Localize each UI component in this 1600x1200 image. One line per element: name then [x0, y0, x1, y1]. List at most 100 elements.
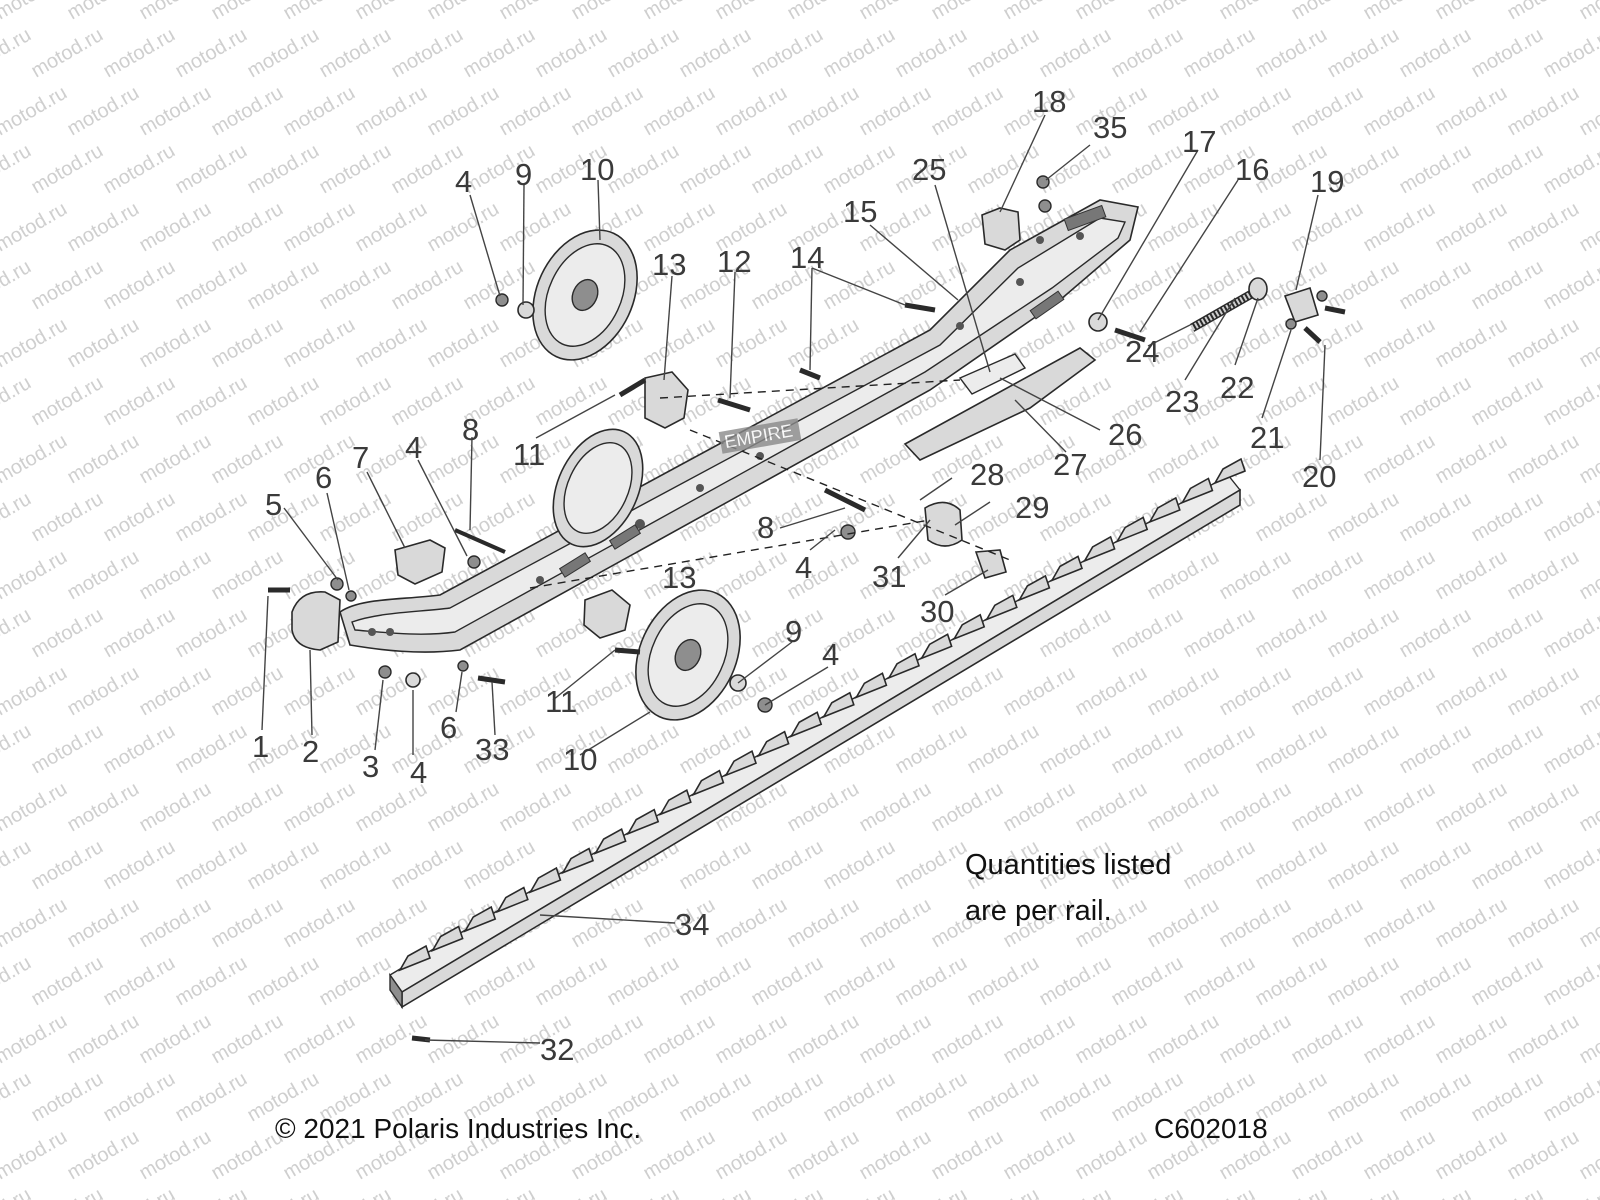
- watermark-text: motod.ru: [676, 1184, 755, 1200]
- watermark-text: motod.ru: [0, 720, 35, 779]
- watermark-text: motod.ru: [352, 0, 431, 24]
- watermark-text: motod.ru: [1540, 140, 1600, 199]
- watermark-text: motod.ru: [100, 372, 179, 431]
- watermark-text: motod.ru: [1576, 314, 1600, 373]
- watermark-text: motod.ru: [748, 836, 827, 895]
- watermark-text: motod.ru: [28, 1068, 107, 1127]
- callout-8-upper: 8: [462, 412, 479, 447]
- watermark-text: motod.ru: [856, 1126, 935, 1185]
- watermark-text: motod.ru: [1504, 1010, 1583, 1069]
- watermark-text: motod.ru: [316, 836, 395, 895]
- watermark-text: motod.ru: [100, 1068, 179, 1127]
- watermark-text: motod.ru: [856, 1010, 935, 1069]
- watermark-text: motod.ru: [208, 778, 287, 837]
- watermark-text: motod.ru: [0, 1010, 71, 1069]
- watermark-text: motod.ru: [280, 0, 359, 24]
- watermark-text: motod.ru: [1324, 1184, 1403, 1200]
- watermark-text: motod.ru: [1540, 836, 1600, 895]
- watermark-text: motod.ru: [1216, 662, 1295, 721]
- watermark-text: motod.ru: [784, 0, 863, 24]
- rail-tooth: [789, 711, 823, 738]
- callout-11-upper: 11: [513, 437, 545, 472]
- watermark-text: motod.ru: [568, 1010, 647, 1069]
- watermark-text: motod.ru: [1180, 604, 1259, 663]
- watermark-text: motod.ru: [1468, 256, 1547, 315]
- callout-1: 1: [252, 729, 269, 764]
- watermark-text: motod.ru: [1324, 952, 1403, 1011]
- bumper-7: [394, 539, 446, 585]
- watermark-text: motod.ru: [1252, 488, 1331, 547]
- watermark-text: motod.ru: [1540, 952, 1600, 1011]
- watermark-text: motod.ru: [1000, 778, 1079, 837]
- watermark-text: motod.ru: [208, 82, 287, 141]
- callout-29: 29: [1015, 490, 1049, 525]
- watermark-text: motod.ru: [820, 24, 899, 83]
- rail-tooth: [1147, 496, 1181, 524]
- watermark-text: motod.ru: [1072, 1126, 1151, 1185]
- watermark-text: motod.ru: [244, 836, 323, 895]
- watermark-text: motod.ru: [460, 1184, 539, 1200]
- watermark-text: motod.ru: [424, 0, 503, 24]
- rail-tooth: [1017, 574, 1051, 602]
- watermark-text: motod.ru: [1144, 662, 1223, 721]
- watermark-text: motod.ru: [352, 894, 431, 953]
- watermark-text: motod.ru: [172, 604, 251, 663]
- watermark-text: motod.ru: [0, 1126, 71, 1185]
- watermark-text: motod.ru: [244, 24, 323, 83]
- alignment-lines: [529, 379, 1011, 589]
- watermark-text: motod.ru: [1288, 0, 1367, 24]
- watermark-text: motod.ru: [1288, 662, 1367, 721]
- watermark-text: motod.ru: [1252, 604, 1331, 663]
- watermark-text: motod.ru: [136, 1126, 215, 1185]
- watermark-text: motod.ru: [964, 720, 1043, 779]
- slide-rail-34: [388, 457, 1246, 1010]
- suspension-rail: [339, 199, 1139, 653]
- watermark-text: motod.ru: [1360, 430, 1439, 489]
- watermark-text: motod.ru: [0, 314, 71, 373]
- watermark-text: motod.ru: [1576, 198, 1600, 257]
- watermark-text: motod.ru: [1036, 140, 1115, 199]
- watermark-text: motod.ru: [1036, 24, 1115, 83]
- watermark-text: motod.ru: [172, 1068, 251, 1127]
- watermark-text: motod.ru: [424, 314, 503, 373]
- watermark-text: motod.ru: [1360, 894, 1439, 953]
- callout-9-upper: 9: [515, 157, 532, 192]
- watermark-text: motod.ru: [136, 1010, 215, 1069]
- watermark-text: motod.ru: [1288, 1010, 1367, 1069]
- callout-19: 19: [1310, 164, 1344, 199]
- watermark-text: motod.ru: [532, 952, 611, 1011]
- watermark-text: motod.ru: [172, 720, 251, 779]
- watermark-text: motod.ru: [1432, 894, 1511, 953]
- watermark-text: motod.ru: [316, 24, 395, 83]
- watermark-text: motod.ru: [172, 488, 251, 547]
- watermark-text: motod.ru: [1504, 82, 1583, 141]
- watermark-text: motod.ru: [1396, 720, 1475, 779]
- watermark-text: motod.ru: [1432, 82, 1511, 141]
- watermark-text: motod.ru: [1252, 24, 1331, 83]
- watermark-text: motod.ru: [352, 82, 431, 141]
- watermark-text: motod.ru: [1072, 0, 1151, 24]
- watermark-text: motod.ru: [1504, 0, 1583, 24]
- watermark-text: motod.ru: [100, 836, 179, 895]
- watermark-text: motod.ru: [0, 662, 71, 721]
- watermark-text: motod.ru: [748, 1184, 827, 1200]
- watermark-text: motod.ru: [64, 0, 143, 24]
- callout-20: 20: [1302, 459, 1336, 494]
- watermark-text: motod.ru: [28, 1184, 107, 1200]
- watermark-text: motod.ru: [100, 1184, 179, 1200]
- watermark-text: motod.ru: [208, 894, 287, 953]
- watermark-text: motod.ru: [280, 662, 359, 721]
- watermark-text: motod.ru: [820, 952, 899, 1011]
- watermark-text: motod.ru: [1396, 488, 1475, 547]
- watermark-text: motod.ru: [64, 198, 143, 257]
- watermark-text: motod.ru: [172, 24, 251, 83]
- rail-tooth: [887, 652, 920, 680]
- watermark-text: motod.ru: [1216, 82, 1295, 141]
- plate-26: [958, 353, 1027, 395]
- watermark-text: motod.ru: [64, 82, 143, 141]
- watermark-text: motod.ru: [1576, 894, 1600, 953]
- watermark-text: motod.ru: [1000, 0, 1079, 24]
- watermark-text: motod.ru: [208, 1010, 287, 1069]
- watermark-text: motod.ru: [676, 952, 755, 1011]
- watermark-text: motod.ru: [244, 488, 323, 547]
